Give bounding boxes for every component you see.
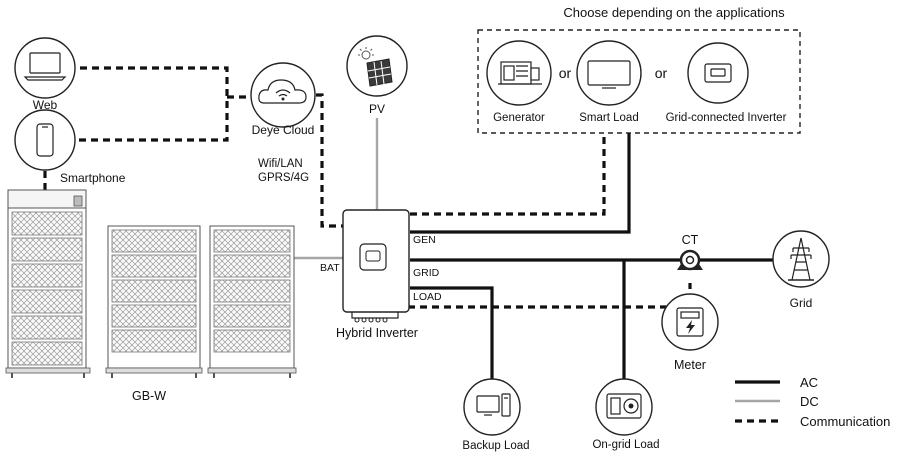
legend-comm-label: Communication <box>800 414 890 429</box>
meter-label: Meter <box>674 358 706 372</box>
battery-stack-2 <box>105 225 203 378</box>
gen-port-label: GEN <box>413 234 436 246</box>
comm-type-line-1: Wifi/LAN <box>258 158 303 170</box>
web-label: Web <box>33 98 58 112</box>
smartphone-label: Smartphone <box>60 171 126 185</box>
legend: AC DC Communication <box>735 375 890 429</box>
laptop-icon <box>14 37 76 99</box>
cloud-icon <box>250 62 316 128</box>
battery-stack-1 <box>5 189 91 378</box>
hybrid-inverter-icon <box>342 209 410 323</box>
transmission-tower-icon <box>772 230 830 288</box>
generator-icon <box>486 40 552 106</box>
grid-inverter-icon <box>687 42 749 104</box>
applications-box <box>477 29 801 134</box>
smartphone-icon <box>14 109 76 171</box>
pv-label: PV <box>369 102 385 116</box>
grid-inverter-label: Grid-connected Inverter <box>666 112 787 124</box>
ct-label: CT <box>682 233 699 247</box>
battery-stack-3 <box>207 225 297 378</box>
or-label-2: or <box>655 65 668 81</box>
inverter-label: Hybrid Inverter <box>336 326 418 340</box>
smart-load-label: Smart Load <box>579 112 638 124</box>
battery-label: GB-W <box>132 389 166 403</box>
ct-clamp-icon <box>677 249 703 271</box>
ongrid-load-icon <box>595 378 653 436</box>
backup-load-label: Backup Load <box>462 440 529 452</box>
or-label-1: or <box>559 65 572 81</box>
dc-lines <box>294 118 379 260</box>
smart-load-icon <box>576 40 642 106</box>
comm-type-line-2: GPRS/4G <box>258 172 309 184</box>
cloud-label: Deye Cloud <box>252 123 315 137</box>
bat-port-label: BAT <box>320 262 340 274</box>
legend-ac-label: AC <box>800 375 818 390</box>
solar-panel-icon <box>346 35 408 97</box>
load-port-label: LOAD <box>413 291 442 303</box>
meter-icon <box>661 293 719 351</box>
generator-label: Generator <box>493 112 545 124</box>
ac-lines <box>410 133 775 380</box>
applications-title: Choose depending on the applications <box>563 5 785 20</box>
ongrid-load-label: On-grid Load <box>592 439 659 451</box>
legend-dc-label: DC <box>800 394 819 409</box>
grid-port-label: GRID <box>413 267 440 279</box>
grid-label: Grid <box>790 296 813 310</box>
backup-load-icon <box>463 378 521 436</box>
